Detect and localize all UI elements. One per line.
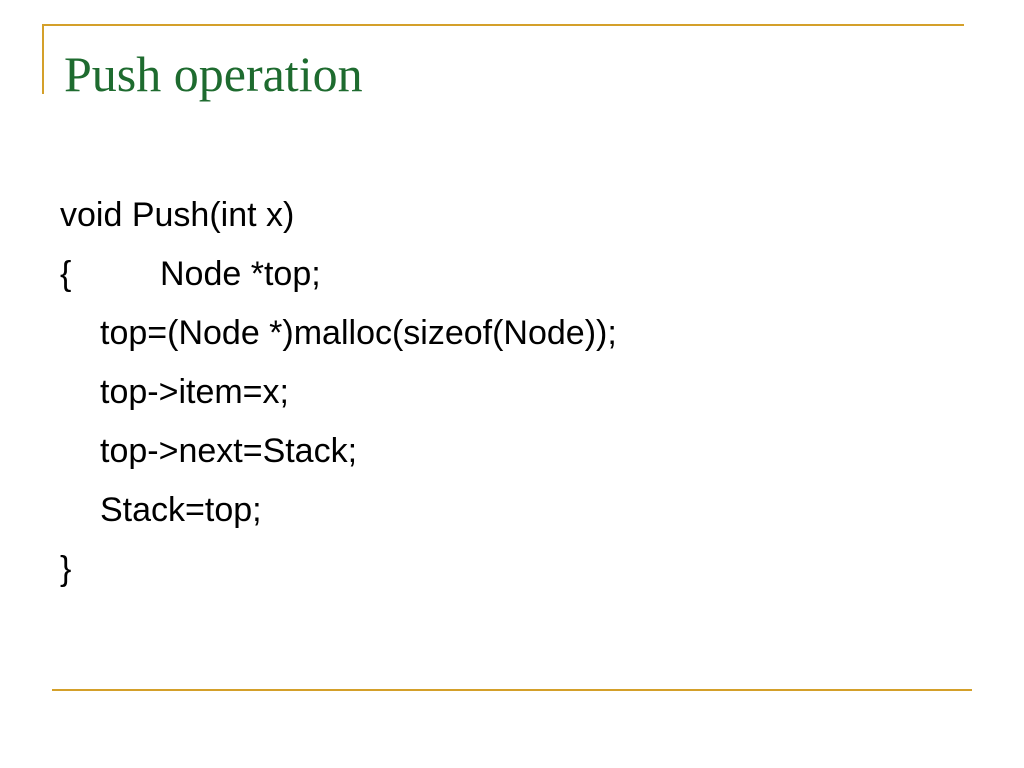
code-block: void Push(int x) { Node *top; top=(Node *…	[60, 186, 617, 599]
top-divider	[42, 24, 964, 26]
open-brace: {	[60, 255, 72, 293]
code-line-alloc: top=(Node *)malloc(sizeof(Node));	[100, 314, 617, 352]
code-line-item: top->item=x;	[100, 373, 289, 411]
bottom-divider	[52, 689, 972, 691]
left-accent-bar	[42, 24, 44, 94]
code-declaration: Node *top;	[160, 255, 321, 293]
code-line-signature: void Push(int x)	[60, 196, 295, 234]
code-line-open: { Node *top;	[60, 245, 617, 304]
code-line-next: top->next=Stack;	[100, 432, 358, 470]
code-line-close: }	[60, 550, 72, 588]
slide-title: Push operation	[64, 46, 363, 102]
code-line-stack: Stack=top;	[100, 491, 262, 529]
